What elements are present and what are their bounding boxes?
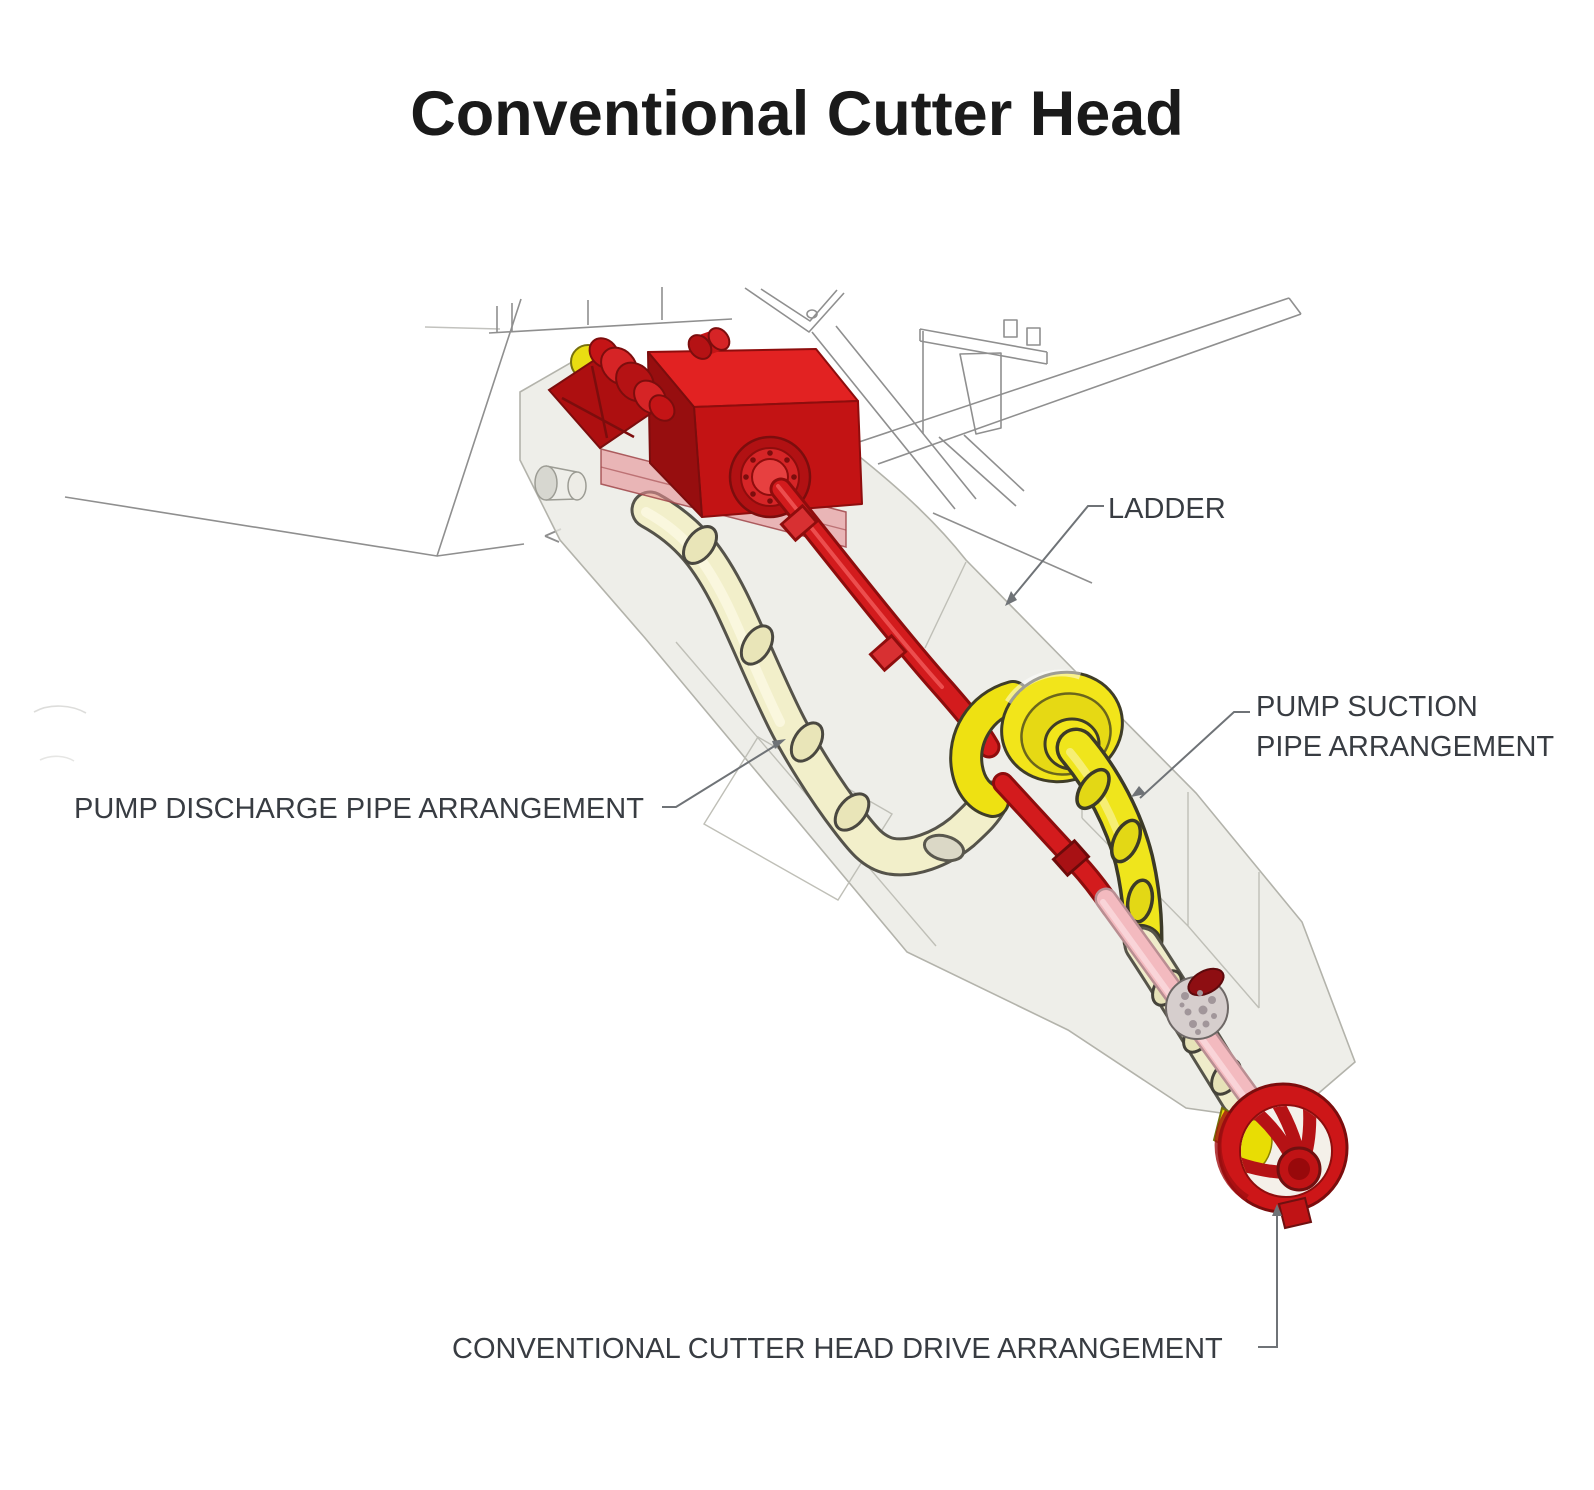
label-pump-suction-line2: PIPE ARRANGEMENT bbox=[1256, 731, 1555, 764]
label-pump-suction-line1: PUMP SUCTION bbox=[1256, 691, 1478, 723]
cutter-head bbox=[1214, 1082, 1349, 1230]
gearbox-top-stub bbox=[687, 327, 731, 360]
cutter-hub-tab bbox=[1277, 1196, 1313, 1230]
leader-pump-discharge-arrowhead bbox=[772, 739, 786, 749]
leader-pump-discharge bbox=[662, 741, 782, 808]
suction-pipe-flanges bbox=[1075, 767, 1162, 953]
leader-lines bbox=[662, 505, 1282, 1348]
gearbox bbox=[647, 348, 863, 519]
drive-motor bbox=[547, 327, 731, 450]
label-pump-suction: PUMP SUCTION PIPE ARRANGEMENT bbox=[1256, 687, 1554, 767]
leader-ladder bbox=[1011, 505, 1104, 599]
label-ladder: LADDER bbox=[1108, 493, 1226, 525]
leader-pump-suction-arrowhead bbox=[1131, 786, 1146, 797]
leader-cutter-drive-arrowhead bbox=[1272, 1204, 1282, 1216]
pump-suction-pipe bbox=[1055, 727, 1164, 961]
leader-pump-suction bbox=[1139, 711, 1250, 799]
leader-cutter-drive bbox=[1258, 1212, 1278, 1348]
shaft-bearing bbox=[1165, 967, 1229, 1040]
page-title: Conventional Cutter Head bbox=[410, 79, 1184, 149]
ladder-pipe-stub bbox=[534, 465, 587, 501]
motor-coupling-discs bbox=[588, 337, 676, 422]
shaft-flange-collars bbox=[779, 503, 908, 673]
bearing-red-cap bbox=[1187, 967, 1225, 997]
leader-ladder-arrowhead bbox=[1005, 591, 1017, 606]
label-pump-discharge: PUMP DISCHARGE PIPE ARRANGEMENT bbox=[74, 793, 644, 825]
label-cutter-drive: CONVENTIONAL CUTTER HEAD DRIVE ARRANGEME… bbox=[452, 1333, 1223, 1365]
discharge-pipe-flanges bbox=[682, 525, 966, 863]
pump-discharge-pipe bbox=[630, 490, 1010, 877]
hull-wireframe bbox=[33, 287, 1302, 762]
